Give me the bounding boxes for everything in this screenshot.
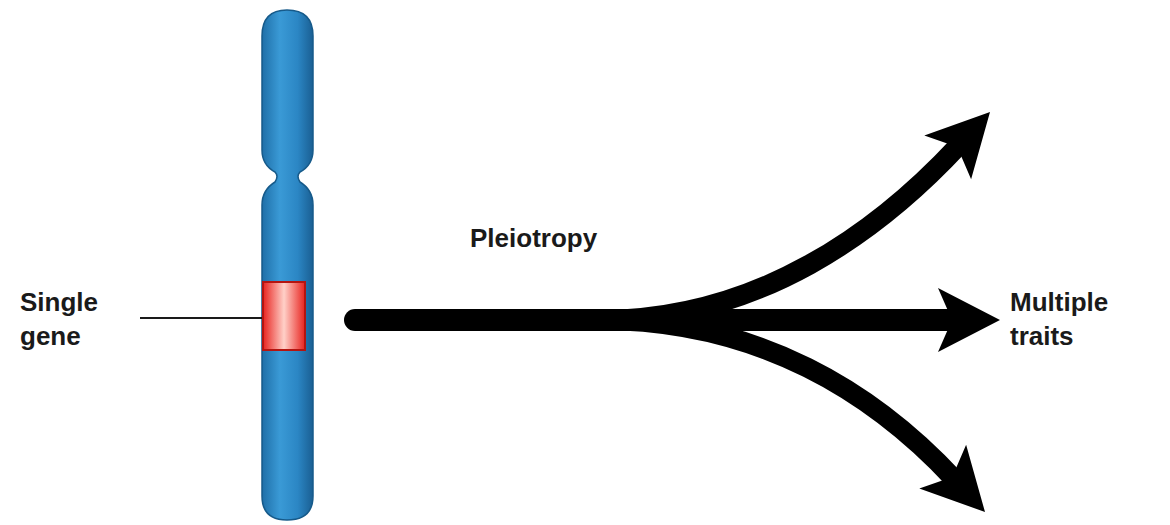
chromosome	[262, 10, 313, 520]
arrowhead	[924, 90, 1013, 179]
gene-label: Single gene	[20, 286, 130, 354]
arrowhead	[938, 288, 1000, 352]
traits-label: Multiple traits	[1010, 286, 1160, 354]
arrow-trunk	[355, 309, 620, 331]
arrow-branch	[600, 320, 954, 479]
arrowhead	[919, 445, 1008, 525]
leader-line	[140, 317, 262, 319]
arrow-branch	[600, 145, 959, 320]
gene-band	[263, 282, 305, 350]
process-label: Pleiotropy	[470, 222, 670, 256]
